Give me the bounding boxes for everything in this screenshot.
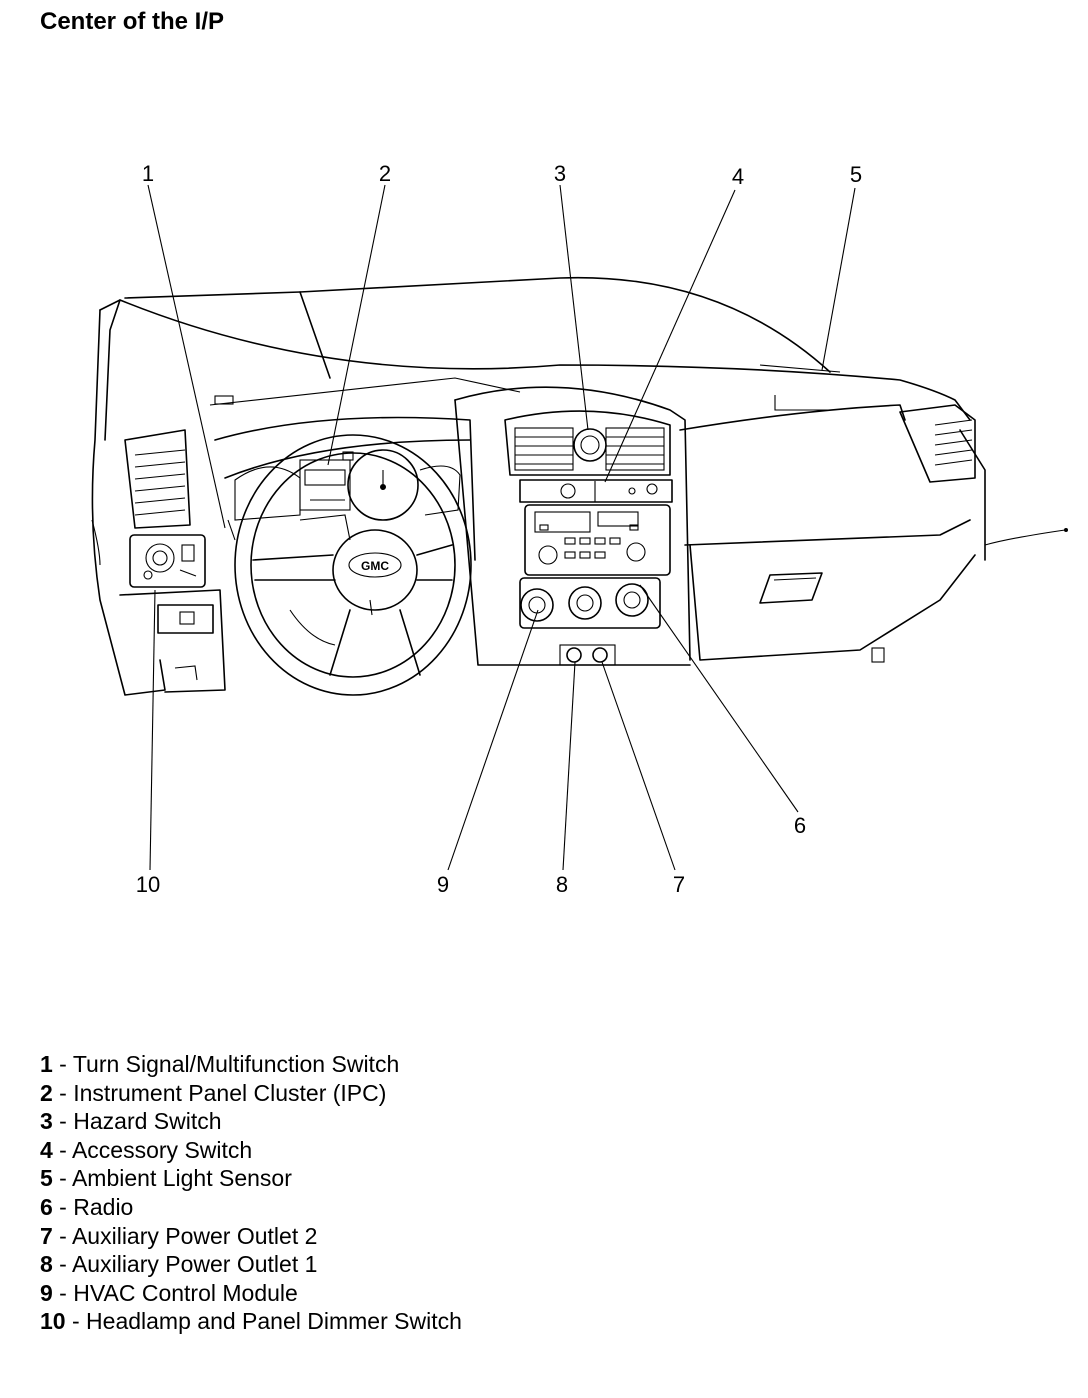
dashboard-illustration: GMC xyxy=(91,276,1068,696)
callout-9: 9 xyxy=(437,872,449,897)
callout-6: 6 xyxy=(794,813,806,838)
callout-7: 7 xyxy=(673,872,685,897)
legend-item: 9 - HVAC Control Module xyxy=(40,1279,298,1306)
callout-2: 2 xyxy=(379,161,391,186)
component-legend: 1 - Turn Signal/Multifunction Switch 2 -… xyxy=(40,1050,462,1336)
legend-item: 5 - Ambient Light Sensor xyxy=(40,1165,292,1192)
legend-item: 10 - Headlamp and Panel Dimmer Switch xyxy=(40,1308,462,1335)
callout-8: 8 xyxy=(556,872,568,897)
legend-item: 8 - Auxiliary Power Outlet 1 xyxy=(40,1251,318,1278)
legend-item: 6 - Radio xyxy=(40,1193,134,1220)
steering-logo: GMC xyxy=(361,559,389,573)
legend-item: 1 - Turn Signal/Multifunction Switch xyxy=(40,1051,400,1077)
legend-item: 2 - Instrument Panel Cluster (IPC) xyxy=(40,1079,387,1106)
callout-4: 4 xyxy=(732,164,744,189)
callout-labels: 1 2 3 4 5 6 7 8 9 10 xyxy=(136,161,862,897)
page-title: Center of the I/P xyxy=(40,8,225,35)
legend-item: 3 - Hazard Switch xyxy=(40,1108,222,1135)
leader-lines xyxy=(147,184,856,871)
legend-item: 4 - Accessory Switch xyxy=(40,1136,253,1163)
callout-3: 3 xyxy=(554,161,566,186)
callout-1: 1 xyxy=(142,161,154,186)
legend-item: 7 - Auxiliary Power Outlet 2 xyxy=(40,1222,318,1249)
callout-10: 10 xyxy=(136,872,160,897)
callout-5: 5 xyxy=(850,162,862,187)
